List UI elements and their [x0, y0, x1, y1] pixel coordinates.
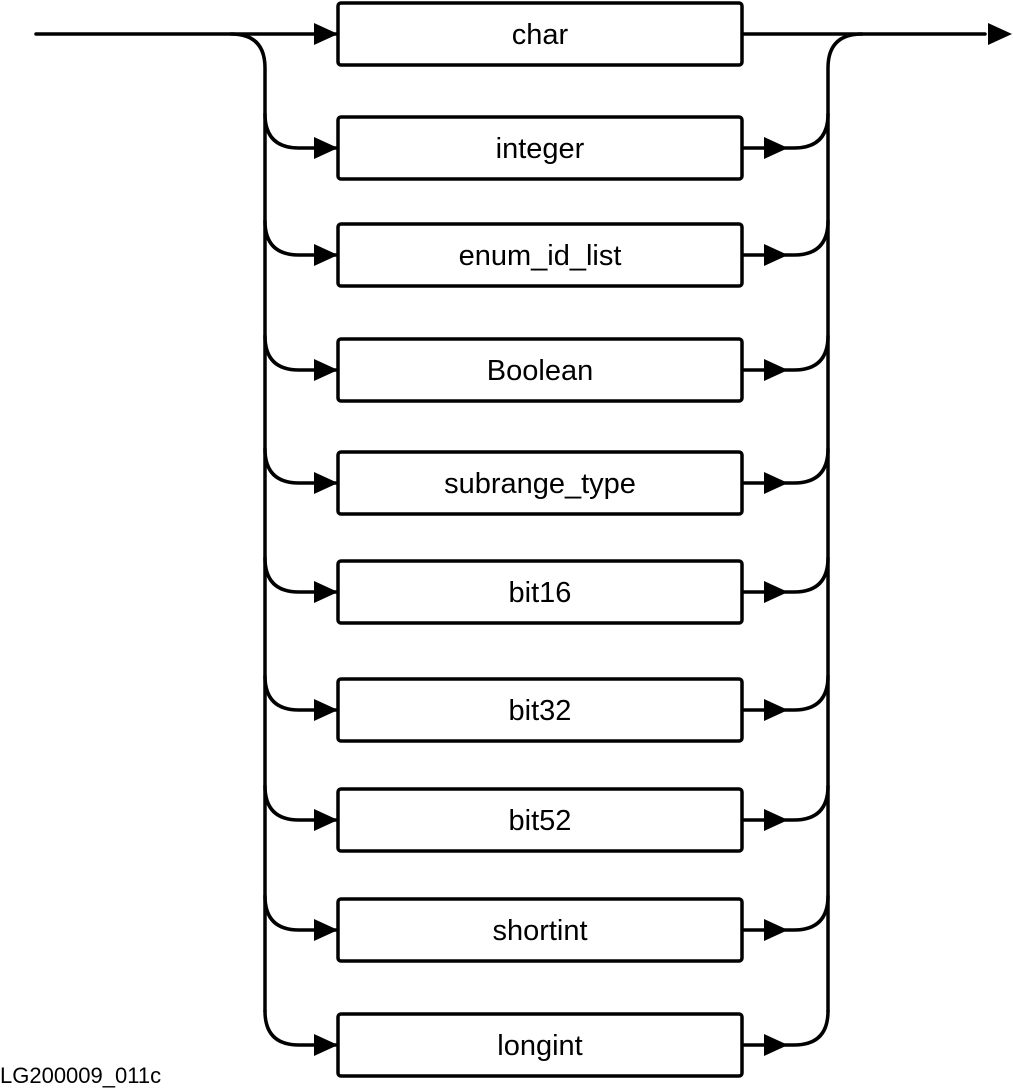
branch-out-arrowhead — [764, 809, 788, 831]
branch-in-line — [263, 334, 338, 372]
branch-out-line — [740, 447, 830, 485]
branch-in-line — [263, 674, 338, 712]
figure-id: LG200009_011c — [0, 1063, 161, 1088]
connector-lines — [34, 32, 987, 1047]
alternative-label: char — [512, 19, 569, 51]
branch-out-arrowhead — [764, 1034, 788, 1056]
alternative-label: bit16 — [509, 577, 572, 609]
alternative-label: integer — [496, 133, 585, 165]
branch-out-arrowhead — [764, 472, 788, 494]
alternative-box — [336, 115, 744, 181]
alternative-label: shortint — [492, 915, 587, 947]
alternative-box — [336, 222, 744, 288]
branch-in-line — [263, 894, 338, 932]
branch-in-line — [263, 219, 338, 257]
left-rail — [229, 32, 267, 1013]
branch-out-arrowhead — [764, 699, 788, 721]
branch-out-line — [740, 219, 830, 257]
alternative-label: Boolean — [487, 355, 593, 387]
branch-in-arrowhead — [314, 472, 338, 494]
branch-out-line — [740, 1009, 830, 1047]
entry-arrowhead — [314, 23, 338, 45]
branch-in-arrowhead — [314, 809, 338, 831]
alternative-label: bit32 — [509, 695, 572, 727]
branch-in-line — [263, 112, 338, 150]
alternative-box — [336, 450, 744, 516]
branch-in-arrowhead — [314, 699, 338, 721]
branch-in-arrowhead — [314, 359, 338, 381]
alternative-box — [336, 897, 744, 963]
branch-out-arrowhead — [764, 359, 788, 381]
branch-out-arrowhead — [764, 244, 788, 266]
branch-in-line — [263, 556, 338, 594]
alternative-box — [336, 337, 744, 403]
branch-out-line — [740, 784, 830, 822]
arrowheads — [314, 23, 1012, 1056]
exit-arrowhead — [988, 23, 1012, 45]
branch-in-line — [263, 1009, 338, 1047]
alternative-label: bit52 — [509, 805, 572, 837]
branch-in-arrowhead — [314, 919, 338, 941]
branch-out-arrowhead — [764, 919, 788, 941]
branch-out-arrowhead — [764, 137, 788, 159]
alternative-box — [336, 1, 744, 67]
branch-in-arrowhead — [314, 1034, 338, 1056]
alternative-box — [336, 1012, 744, 1078]
branch-out-line — [740, 334, 830, 372]
branch-out-line — [740, 674, 830, 712]
branch-in-arrowhead — [314, 581, 338, 603]
branch-out-line — [740, 894, 830, 932]
alternative-label: enum_id_list — [459, 240, 622, 272]
alternative-box — [336, 559, 744, 625]
branch-in-arrowhead — [314, 137, 338, 159]
branch-out-line — [740, 556, 830, 594]
branch-out-line — [740, 112, 830, 150]
alternative-box — [336, 787, 744, 853]
branch-in-line — [263, 784, 338, 822]
right-rail — [826, 32, 864, 1013]
branch-out-arrowhead — [764, 581, 788, 603]
alternative-label: longint — [497, 1030, 582, 1062]
branch-in-arrowhead — [314, 244, 338, 266]
alternative-label: subrange_type — [444, 468, 636, 500]
branch-in-line — [263, 447, 338, 485]
alternative-box — [336, 677, 744, 743]
